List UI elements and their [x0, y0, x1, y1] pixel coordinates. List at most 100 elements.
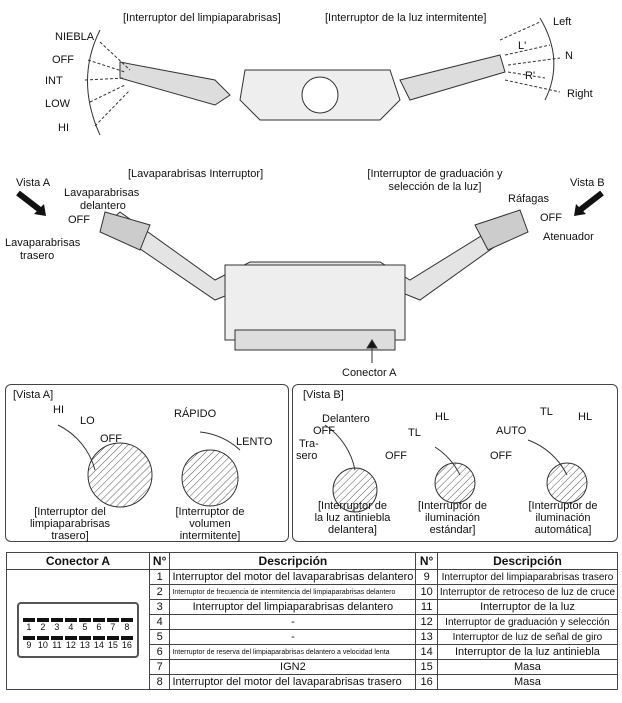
pin-number: 16 [415, 674, 438, 690]
dimmer-title-2: selección de la luz] [388, 181, 482, 193]
pin-number: 13 [415, 629, 438, 645]
turn-switch-title: [Interruptor de la luz intermitente] [325, 12, 487, 24]
header-connector: Conector A [6, 552, 150, 570]
front-washer-2: delantero [80, 200, 126, 212]
pin-label: 5 [78, 617, 91, 632]
standard-off: OFF [385, 450, 407, 462]
dimmer-off: OFF [540, 212, 562, 224]
rear-washer-2: trasero [20, 250, 55, 262]
pin-label: 11 [50, 635, 63, 650]
dimmer-title-1: [Interruptor de graduación y [367, 168, 503, 180]
wiper-pos-hi: HI [58, 122, 69, 134]
wiper-switch-title: [Interruptor del limpiaparabrisas] [123, 12, 281, 24]
rear-wiper-off: OFF [100, 433, 122, 445]
pin-number: 10 [415, 584, 438, 600]
pin-number: 4 [148, 614, 171, 630]
pin-description: Interruptor de frecuencia de intermitenc… [169, 584, 417, 600]
fog-rear-1: Tra- [299, 438, 319, 450]
wiper-pos-int: INT [45, 75, 63, 87]
pin-label: 15 [106, 635, 119, 650]
pin-description: Interruptor de la luz [436, 599, 619, 615]
pin-description: - [169, 614, 417, 630]
vista-a-label: Vista A [16, 177, 51, 189]
connector-a-label: Conector A [342, 367, 397, 379]
pin-label: 14 [92, 635, 105, 650]
fog-rear-2: sero [296, 450, 318, 462]
vista-b-panel [292, 384, 618, 542]
rear-washer-1: Lavaparabrisas [5, 237, 81, 249]
washer-title: [Lavaparabrisas Interruptor] [128, 168, 264, 180]
turn-pos-rprime: R' [525, 70, 536, 82]
pin-number: 2 [148, 584, 171, 600]
pin-label: 10 [36, 635, 49, 650]
standard-hl: HL [435, 411, 450, 423]
wiper-pos-off: OFF [52, 54, 74, 66]
wiper-pos-niebla: NIEBLA [55, 31, 95, 43]
pin-description: Masa [436, 674, 619, 690]
header-n2: N° [415, 552, 438, 570]
pin-label: 1 [22, 617, 35, 632]
turn-pos-right: Right [567, 88, 593, 100]
washer-off: OFF [68, 214, 90, 226]
pin-description: Interruptor del motor del lavaparabrisas… [169, 674, 417, 690]
header-desc1: Descripción [169, 552, 417, 570]
pin-number: 7 [148, 659, 171, 675]
pin-label: 6 [92, 617, 105, 632]
vista-b-title: [Vista B] [303, 389, 344, 401]
vista-b-label: Vista B [570, 177, 605, 189]
pin-label: 3 [50, 617, 63, 632]
pin-description: Interruptor del limpiaparabrisas delante… [169, 599, 417, 615]
pin-description: Interruptor de la luz antiniebla [436, 644, 619, 660]
pin-number: 1 [148, 569, 171, 585]
front-washer-1: Lavaparabrisas [64, 187, 140, 199]
connector-pin-table: Conector A N° Descripción N° Descripción… [6, 552, 619, 690]
pin-number: 14 [415, 644, 438, 660]
header-n1: N° [148, 552, 171, 570]
pin-label: 9 [22, 635, 35, 650]
switch-drawings [16, 17, 604, 513]
pin-label: 16 [120, 635, 133, 650]
auto-hl: HL [578, 411, 593, 423]
turn-pos-n: N [565, 50, 573, 62]
dimmer-low: Atenuador [543, 231, 594, 243]
pin-label: 13 [78, 635, 91, 650]
pin-number: 15 [415, 659, 438, 675]
pin-label: 2 [36, 617, 49, 632]
pin-description: Interruptor de reserva del limpiaparabri… [169, 644, 417, 660]
pin-description: IGN2 [169, 659, 417, 675]
intermittent-slow: LENTO [236, 436, 273, 448]
pin-label: 12 [64, 635, 77, 650]
flash-label: Ráfagas [508, 193, 549, 205]
pin-number: 5 [148, 629, 171, 645]
pin-label: 4 [64, 617, 77, 632]
pin-description: Interruptor de graduación y selección [436, 614, 619, 630]
vista-a-panel [5, 384, 289, 542]
auto-off: OFF [490, 450, 512, 462]
pin-description: Interruptor de luz de señal de giro [436, 629, 619, 645]
pin-label: 8 [120, 617, 133, 632]
intermittent-fast: RÁPIDO [174, 408, 217, 420]
pin-number: 12 [415, 614, 438, 630]
pin-label: 7 [106, 617, 119, 632]
auto-tl: TL [540, 406, 553, 418]
vista-a-title: [Vista A] [13, 389, 54, 401]
rear-wiper-hi: HI [53, 404, 64, 416]
rear-wiper-lo: LO [80, 415, 95, 427]
pin-description: Interruptor de retroceso de luz de cruce [436, 584, 619, 600]
fog-off: OFF [313, 425, 335, 437]
pin-number: 8 [148, 674, 171, 690]
pin-description: - [169, 629, 417, 645]
standard-tl: TL [408, 427, 421, 439]
